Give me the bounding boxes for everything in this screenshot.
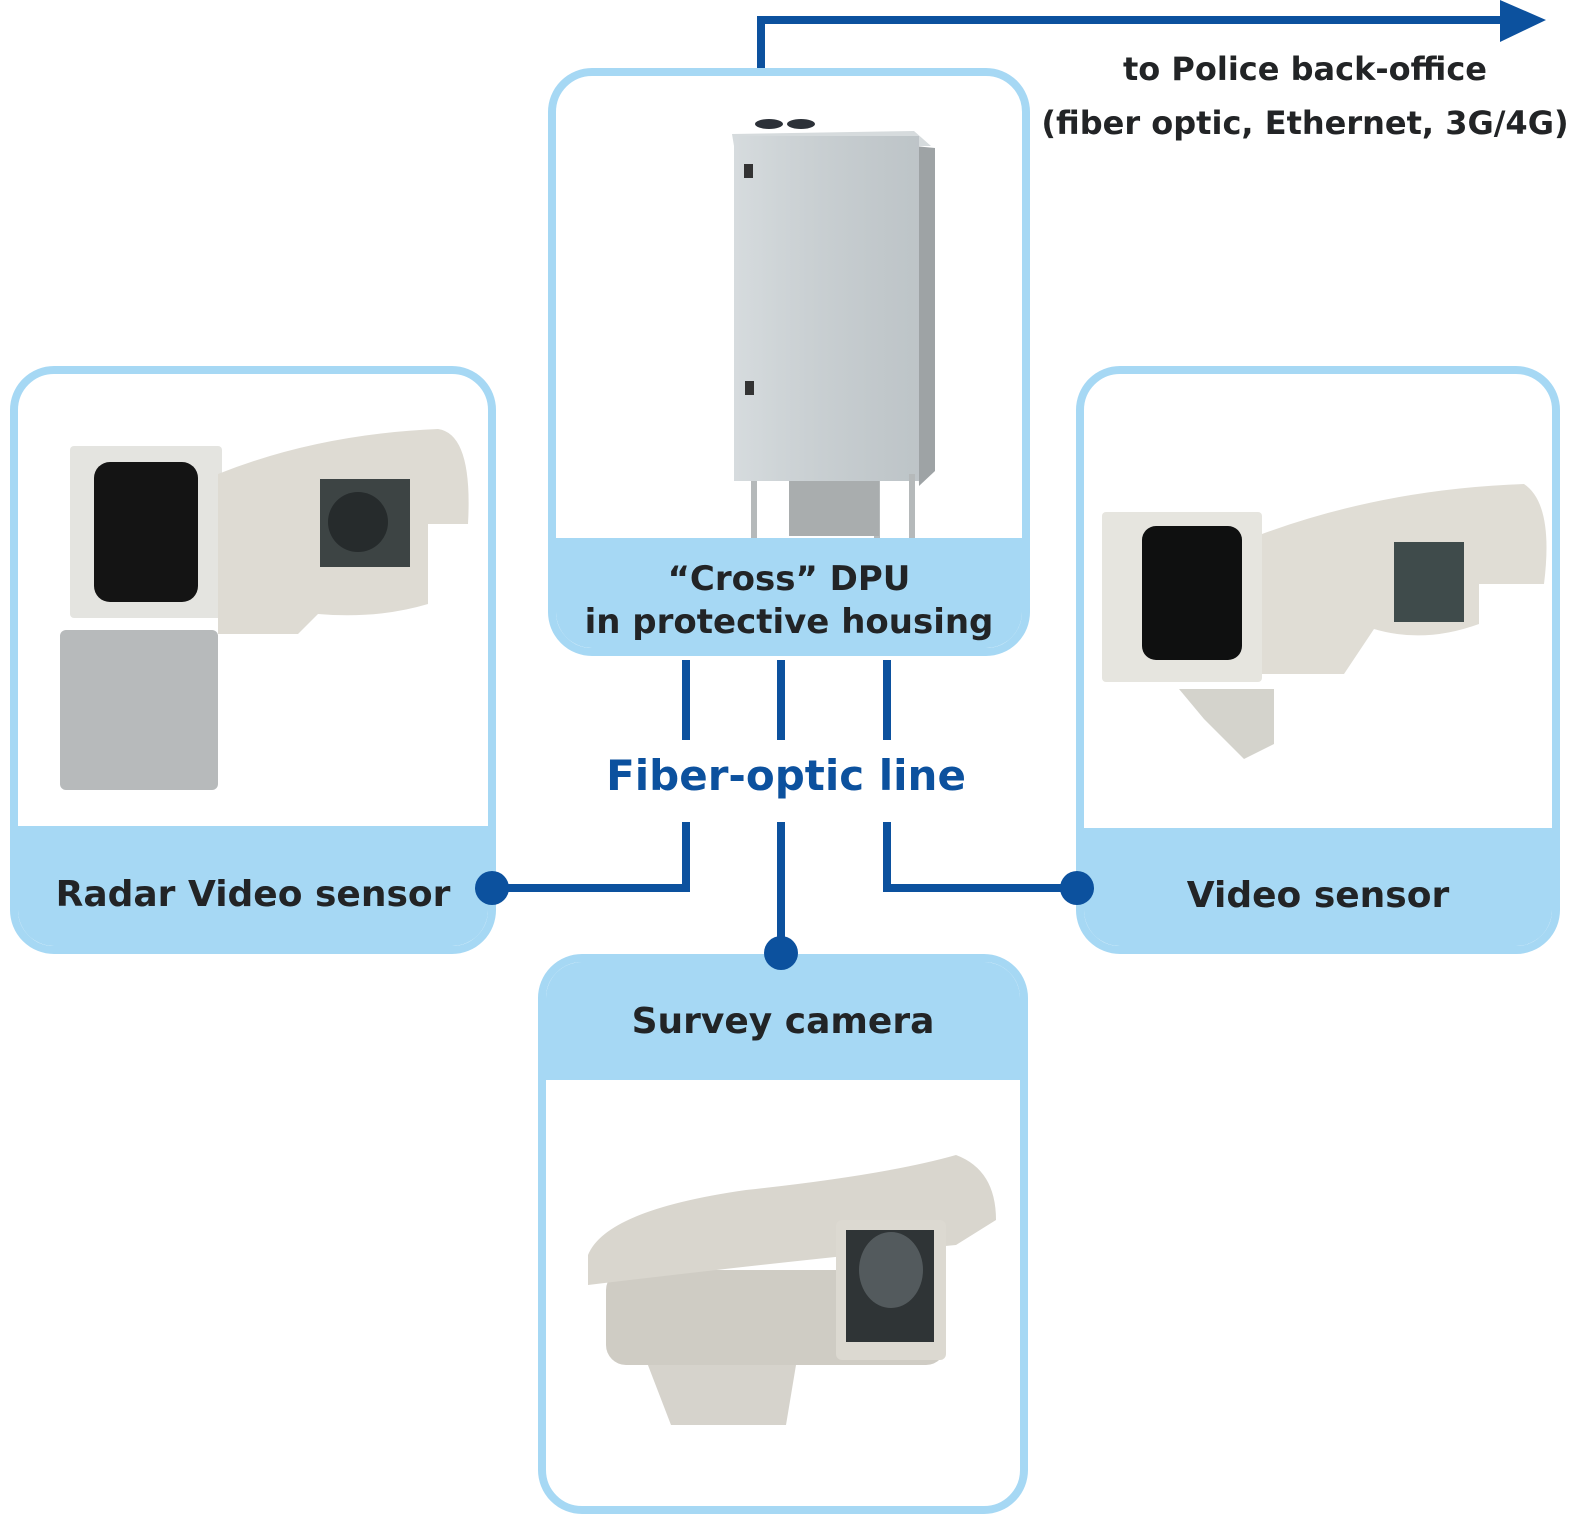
survey-camera-band: Survey camera <box>546 962 1020 1080</box>
uplink-label-line2: (fiber optic, Ethernet, 3G/4G) <box>1041 104 1569 142</box>
video-sensor-band: Video sensor <box>1084 828 1552 946</box>
video-sensor-image <box>1084 374 1552 828</box>
radar-sensor-connector-dot <box>475 871 509 905</box>
video-sensor-connector-dot <box>1060 871 1094 905</box>
fiber-optic-label: Fiber-optic line <box>606 751 966 800</box>
video-sensor-card: Video sensor <box>1076 366 1560 954</box>
uplink-label: to Police back-office (fiber optic, Ethe… <box>1030 42 1580 150</box>
survey-camera-connector-dot <box>764 936 798 970</box>
fiber-line-center-lower <box>777 822 785 952</box>
fiber-line-left-horizontal <box>492 884 690 892</box>
uplink-line-horizontal <box>757 16 1517 24</box>
dpu-title-band: “Cross” DPU in protective housing <box>556 538 1022 648</box>
radar-video-sensor-card: Radar Video sensor <box>10 366 496 954</box>
fiber-line-left-upper <box>682 660 690 740</box>
fiber-line-left-lower <box>682 822 690 892</box>
survey-camera-image <box>546 1080 1020 1506</box>
fiber-line-right-lower <box>883 822 891 892</box>
survey-camera-card: Survey camera <box>538 954 1028 1514</box>
video-sensor-label: Video sensor <box>1186 874 1450 916</box>
survey-camera-label: Survey camera <box>631 1000 935 1042</box>
fiber-line-right-upper <box>883 660 891 740</box>
arrow-right-icon <box>1500 0 1546 42</box>
dpu-title-line2: in protective housing <box>584 602 994 642</box>
fiber-line-right-horizontal <box>883 884 1079 892</box>
radar-video-sensor-image <box>18 374 488 826</box>
fiber-line-center-upper <box>777 660 785 740</box>
dpu-title-line1: “Cross” DPU <box>667 559 911 599</box>
radar-video-sensor-band: Radar Video sensor <box>18 826 488 946</box>
uplink-line-vertical <box>757 16 765 114</box>
uplink-label-line1: to Police back-office <box>1123 50 1487 88</box>
dpu-cabinet-image <box>556 76 1022 538</box>
dpu-card: “Cross” DPU in protective housing <box>548 68 1030 656</box>
radar-video-sensor-label: Radar Video sensor <box>55 873 451 915</box>
